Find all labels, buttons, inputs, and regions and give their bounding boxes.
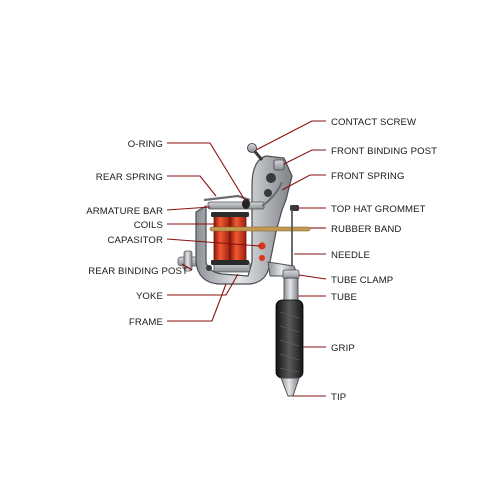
tattoo-machine (177, 143, 311, 397)
leader-lines (166, 120, 327, 397)
front-binding-post (273, 159, 285, 171)
leader-frame (167, 283, 227, 322)
front-spring (261, 181, 283, 207)
label-coils: COILS (134, 220, 163, 231)
leader-front-binding-post (283, 149, 326, 165)
o-ring (242, 199, 250, 209)
coils (211, 212, 249, 265)
top-hat-grommet (290, 205, 299, 211)
label-armature-bar: ARMATURE BAR (86, 206, 163, 217)
leader-rear-spring (167, 175, 217, 197)
label-top-hat-grommet: TOP HAT GROMMET (331, 204, 426, 215)
armature-bar (207, 201, 265, 210)
leader-yoke (167, 273, 239, 296)
label-tube-clamp: TUBE CLAMP (331, 275, 393, 286)
label-needle: NEEDLE (331, 250, 370, 261)
label-capasitor: CAPASITOR (108, 235, 163, 246)
label-rear-binding-post: REAR BINDING POST (88, 266, 188, 277)
label-contact-screw: CONTACT SCREW (331, 117, 417, 128)
label-o-ring: O-RING (128, 139, 163, 150)
leader-tube-clamp (298, 274, 327, 280)
label-yoke: YOKE (136, 291, 163, 302)
leader-front-spring (281, 174, 326, 191)
label-rear-spring: REAR SPRING (96, 172, 163, 183)
label-frame: FRAME (129, 317, 163, 328)
label-front-binding-post: FRONT BINDING POST (331, 146, 437, 157)
leader-armature-bar (166, 206, 211, 211)
rear-spring (203, 194, 251, 202)
right-labels: CONTACT SCREW FRONT BINDING POST FRONT S… (331, 117, 437, 403)
leader-contact-screw (255, 120, 326, 151)
left-labels: O-RING REAR SPRING ARMATURE BAR COILS CA… (86, 139, 188, 328)
tube-clamp (267, 261, 300, 280)
tube (283, 277, 299, 303)
grip (275, 299, 304, 379)
label-front-spring: FRONT SPRING (331, 171, 405, 182)
leader-rear-binding-post (181, 263, 193, 271)
label-tube: TUBE (331, 292, 357, 303)
tip (280, 377, 300, 397)
contact-screw (247, 143, 264, 161)
label-rubber-band: RUBBER BAND (331, 224, 401, 235)
label-grip: GRIP (331, 343, 355, 354)
leader-capasitor (166, 238, 261, 247)
rubber-band (209, 226, 311, 232)
leader-o-ring (167, 142, 247, 203)
label-tip: TIP (331, 392, 346, 403)
